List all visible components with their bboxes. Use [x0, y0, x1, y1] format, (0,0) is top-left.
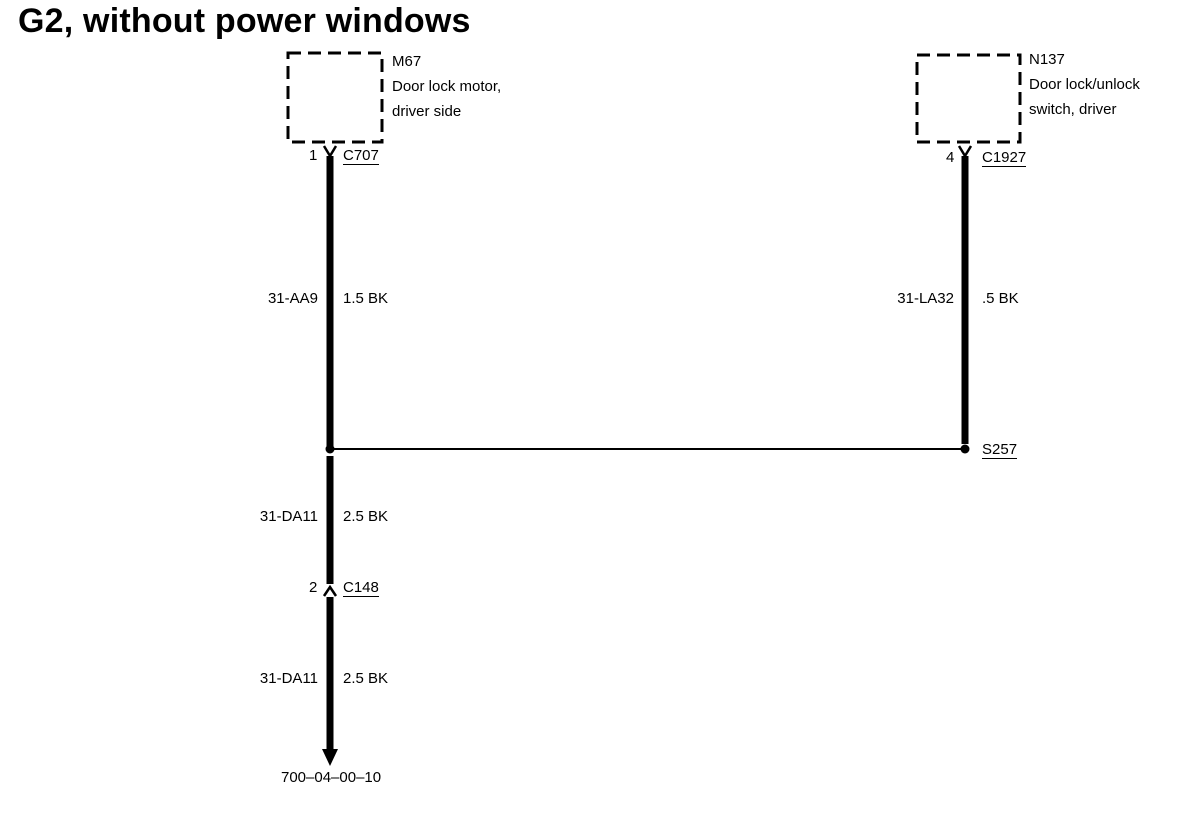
diagram-reference-number: 700–04–00–10 [281, 769, 382, 786]
wire-31-aa9-circuit: 31-AA9 [267, 290, 318, 307]
component-box-n137 [915, 53, 1022, 144]
wire-31-da11-upper-circuit: 31-DA11 [259, 508, 318, 525]
connector-c707-symbol [322, 145, 338, 159]
connector-c707-label: C707 [343, 147, 379, 165]
continuation-arrow [322, 749, 338, 766]
connector-c707-pin: 1 [309, 147, 318, 164]
wire-31-la32-spec: .5 BK [982, 290, 1019, 307]
wire-31-da11-lower-circuit: 31-DA11 [259, 670, 318, 687]
component-n137-id: N137 [1029, 51, 1065, 68]
diagram-title: G2, without power windows [18, 2, 471, 40]
connector-c148-symbol [322, 584, 338, 597]
component-m67-label: M67 Door lock motor, driver side [392, 49, 501, 124]
wire-31-aa9-spec: 1.5 BK [343, 290, 389, 307]
component-n137-name-line2: switch, driver [1029, 101, 1117, 118]
connector-c148-pin: 2 [309, 579, 318, 596]
splice-s257-label: S257 [982, 441, 1018, 459]
connector-c1927-symbol [957, 145, 973, 159]
connector-c1927-pin: 4 [946, 149, 955, 166]
component-m67-name-line2: driver side [392, 103, 462, 120]
wire-31-da11-upper-spec: 2.5 BK [343, 508, 389, 525]
component-n137-label: N137 Door lock/unlock switch, driver [1029, 47, 1140, 122]
wire-31-da11-lower-spec: 2.5 BK [343, 670, 389, 687]
component-m67-id: M67 [392, 53, 422, 70]
component-n137-name-line1: Door lock/unlock [1029, 76, 1140, 93]
component-m67-name-line1: Door lock motor, [392, 78, 502, 95]
splice-dot-s257 [960, 444, 970, 454]
connector-c1927-label: C1927 [982, 149, 1027, 167]
connector-c148-label: C148 [343, 579, 379, 597]
wire-31-la32-circuit: 31-LA32 [897, 290, 954, 307]
splice-dot-left [325, 444, 335, 454]
component-box-m67 [286, 51, 384, 144]
